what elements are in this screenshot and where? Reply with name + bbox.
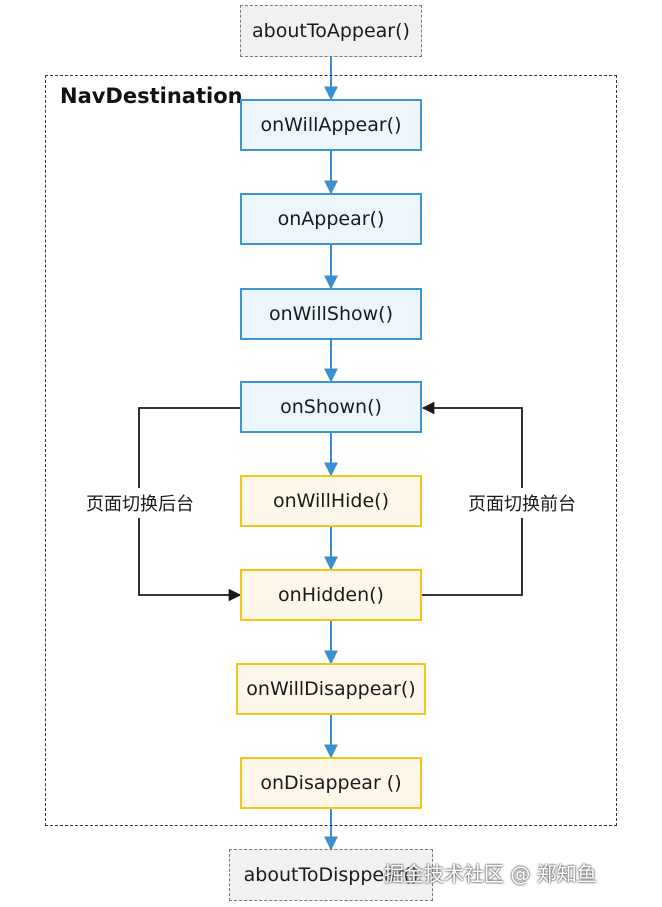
on-hidden-node: onHidden() <box>240 569 422 621</box>
about-to-disappear-label: aboutToDisppear() <box>243 864 419 886</box>
on-hidden-label: onHidden() <box>278 584 384 606</box>
background-switch-label: 页面切换后台 <box>80 488 200 518</box>
foreground-switch-label: 页面切换前台 <box>462 488 582 518</box>
on-appear-label: onAppear() <box>277 208 385 230</box>
about-to-appear-label: aboutToAppear() <box>252 20 410 42</box>
on-shown-node: onShown() <box>240 381 422 433</box>
on-appear-node: onAppear() <box>240 193 422 245</box>
on-will-appear-label: onWillAppear() <box>260 114 402 136</box>
watermark: 掘金技术社区 @ 郑知鱼 <box>384 862 597 886</box>
about-to-appear-node: aboutToAppear() <box>240 5 422 57</box>
on-disappear-label: onDisappear () <box>260 772 402 794</box>
on-will-show-node: onWillShow() <box>240 288 422 340</box>
on-will-show-label: onWillShow() <box>269 303 393 325</box>
on-will-hide-label: onWillHide() <box>272 490 389 512</box>
navdestination-container <box>45 75 617 826</box>
about-to-disappear-node: aboutToDisppear() <box>229 849 433 901</box>
navdestination-title: NavDestination <box>60 84 243 108</box>
on-will-disappear-node: onWillDisappear() <box>236 663 426 715</box>
on-will-hide-node: onWillHide() <box>240 475 422 527</box>
on-will-disappear-label: onWillDisappear() <box>246 678 416 700</box>
on-shown-label: onShown() <box>280 396 382 418</box>
on-will-appear-node: onWillAppear() <box>240 99 422 151</box>
on-disappear-node: onDisappear () <box>240 757 422 809</box>
